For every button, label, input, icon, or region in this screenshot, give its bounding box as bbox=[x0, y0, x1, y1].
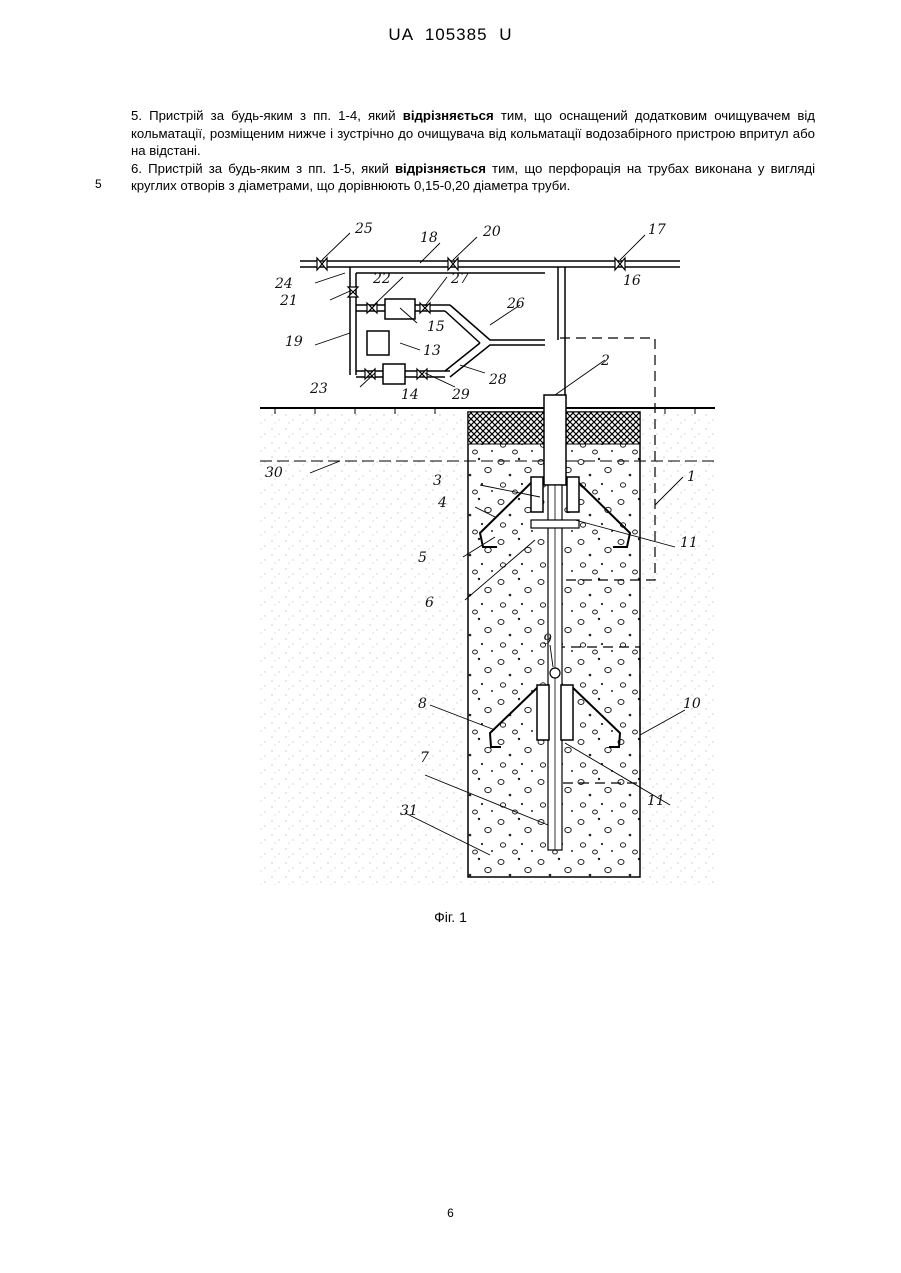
svg-text:15: 15 bbox=[427, 319, 445, 335]
svg-text:13: 13 bbox=[423, 343, 441, 359]
svg-text:14: 14 bbox=[401, 387, 419, 403]
svg-text:29: 29 bbox=[451, 387, 470, 403]
svg-text:2: 2 bbox=[600, 353, 610, 369]
page-number: 6 bbox=[0, 1206, 901, 1220]
svg-text:24: 24 bbox=[274, 276, 293, 292]
svg-text:19: 19 bbox=[285, 334, 303, 350]
svg-text:10: 10 bbox=[683, 696, 701, 712]
svg-text:21: 21 bbox=[279, 293, 298, 309]
svg-text:26: 26 bbox=[506, 296, 525, 312]
svg-text:8: 8 bbox=[418, 696, 427, 712]
svg-text:16: 16 bbox=[623, 273, 641, 289]
svg-text:28: 28 bbox=[488, 372, 507, 388]
svg-text:6: 6 bbox=[425, 595, 434, 611]
claim-6: 6. Пристрій за будь-яким з пп. 1-5, який… bbox=[131, 160, 815, 195]
svg-text:23: 23 bbox=[309, 381, 328, 397]
figure-1-drawing: 25 18 20 17 24 21 22 27 16 26 15 19 13 2… bbox=[255, 215, 725, 895]
document-header: UA 105385 U bbox=[0, 25, 901, 45]
svg-text:1: 1 bbox=[687, 469, 696, 485]
svg-text:4: 4 bbox=[437, 495, 447, 511]
svg-text:9: 9 bbox=[543, 632, 552, 648]
svg-text:11: 11 bbox=[647, 793, 665, 809]
svg-text:20: 20 bbox=[482, 224, 501, 240]
line-number: 5 bbox=[95, 177, 102, 191]
svg-text:30: 30 bbox=[265, 465, 283, 481]
svg-text:25: 25 bbox=[354, 221, 373, 237]
figure-caption: Фіг. 1 bbox=[0, 909, 901, 925]
svg-text:5: 5 bbox=[418, 550, 427, 566]
svg-text:11: 11 bbox=[680, 535, 698, 551]
svg-text:17: 17 bbox=[648, 222, 666, 238]
svg-text:7: 7 bbox=[420, 750, 429, 766]
svg-text:31: 31 bbox=[400, 803, 418, 819]
claims-text: 5. Пристрій за будь-яким з пп. 1-4, який… bbox=[131, 107, 815, 195]
svg-text:3: 3 bbox=[433, 473, 442, 489]
claim-5: 5. Пристрій за будь-яким з пп. 1-4, який… bbox=[131, 107, 815, 160]
svg-text:18: 18 bbox=[420, 230, 438, 246]
svg-text:22: 22 bbox=[372, 271, 391, 287]
svg-text:27: 27 bbox=[450, 271, 469, 287]
